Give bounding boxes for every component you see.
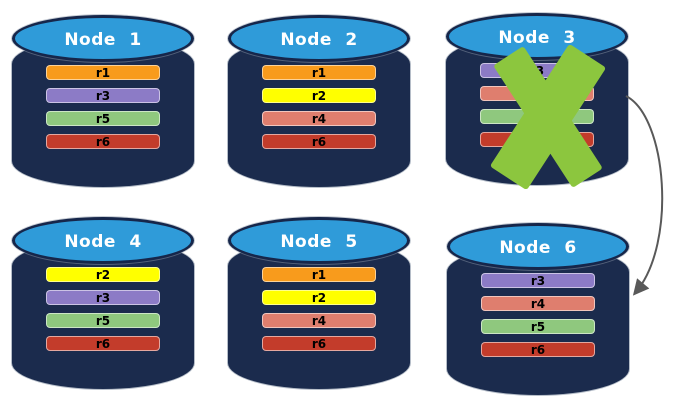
replica-bar-r6: r6 <box>262 134 376 149</box>
node-title: Node 4 <box>64 231 142 252</box>
replica-bar-r4: r4 <box>262 111 376 126</box>
replica-bar-r2: r2 <box>46 267 160 282</box>
replica-bar-r6: r6 <box>262 336 376 351</box>
cylinder-top: Node 2 <box>228 15 410 62</box>
node-5: r1 r2 r4 r6 Node 5 <box>228 217 410 389</box>
node-title: Node 2 <box>280 29 358 50</box>
node-1: r1 r3 r5 r6 Node 1 <box>12 15 194 187</box>
node-4: r2 r3 r5 r6 Node 4 <box>12 217 194 389</box>
replica-bar-r3: r3 <box>46 88 160 103</box>
cylinder-top: Node 6 <box>447 223 629 270</box>
node-3: r3 r4 r5 r6 Node 3 <box>446 13 628 191</box>
replica-bar-r5: r5 <box>46 313 160 328</box>
replica-bar-r1: r1 <box>262 267 376 282</box>
node-title: Node 3 <box>498 27 576 48</box>
node-title: Node 5 <box>280 231 358 252</box>
replica-bar-r3: r3 <box>481 273 595 288</box>
replica-bar-r3: r3 <box>46 290 160 305</box>
replica-bar-r1: r1 <box>46 65 160 80</box>
cylinder-top: Node 3 <box>446 13 628 60</box>
replica-bar-r6: r6 <box>46 134 160 149</box>
cylinder-top: Node 4 <box>12 217 194 264</box>
arrow-curve <box>625 95 664 296</box>
node-title: Node 1 <box>64 29 142 50</box>
replica-list: r2 r3 r5 r6 <box>12 267 194 351</box>
replica-list: r1 r2 r4 r6 <box>228 65 410 149</box>
node-2: r1 r2 r4 r6 Node 2 <box>228 15 410 187</box>
replica-list: r1 r2 r4 r6 <box>228 267 410 351</box>
replica-bar-r6: r6 <box>481 342 595 357</box>
replica-bar-r2: r2 <box>262 88 376 103</box>
cylinder-top: Node 5 <box>228 217 410 264</box>
replica-bar-r6: r6 <box>46 336 160 351</box>
replica-list: r3 r4 r5 r6 <box>447 273 629 357</box>
node-title: Node 6 <box>499 237 577 258</box>
replica-bar-r5: r5 <box>481 319 595 334</box>
replica-bar-r4: r4 <box>262 313 376 328</box>
replica-bar-r5: r5 <box>46 111 160 126</box>
cylinder-top: Node 1 <box>12 15 194 62</box>
replica-bar-r4: r4 <box>481 296 595 311</box>
replica-bar-r2: r2 <box>262 290 376 305</box>
replica-bar-r1: r1 <box>262 65 376 80</box>
replica-list: r1 r3 r5 r6 <box>12 65 194 149</box>
failure-x-icon <box>484 43 612 191</box>
node-6: r3 r4 r5 r6 Node 6 <box>447 223 629 395</box>
